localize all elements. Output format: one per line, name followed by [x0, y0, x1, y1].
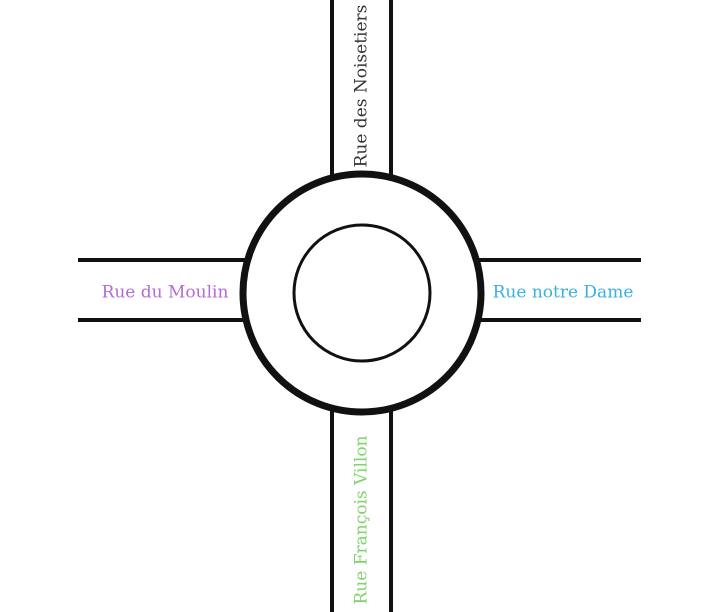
street-label-south: Rue François Villon	[352, 435, 372, 604]
road-west	[78, 258, 250, 322]
road-south	[330, 405, 393, 612]
street-label-east: Rue notre Dame	[493, 283, 634, 303]
street-label-west: Rue du Moulin	[102, 283, 229, 303]
street-label-north: Rue des Noisetiers	[352, 5, 372, 168]
central-island	[292, 223, 432, 363]
road-east	[470, 258, 641, 322]
road-north	[330, 0, 393, 180]
